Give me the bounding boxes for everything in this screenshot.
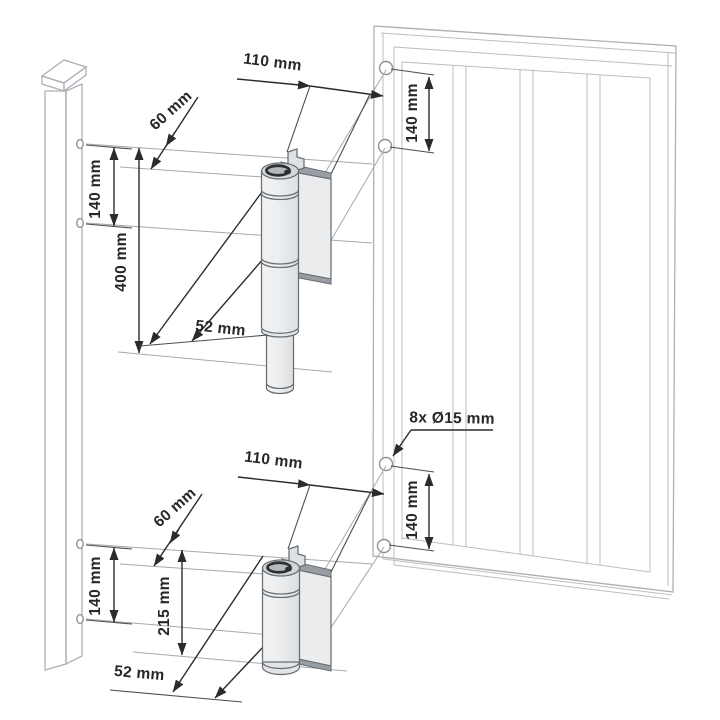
dim-215: 215 mm — [156, 576, 173, 636]
post-hole-3 — [76, 538, 84, 550]
gate-hole-1 — [378, 60, 394, 76]
dim-bot-52: 52 mm — [113, 663, 165, 684]
post-hole-4 — [76, 613, 84, 625]
dim-top-140-post: 140 mm — [87, 159, 104, 219]
construction-lines — [85, 69, 387, 672]
bottom-hinge — [261, 545, 332, 676]
dimensions-top: 110 mm 60 mm 140 mm 400 mm 52 mm 140 mm — [85, 51, 435, 354]
post — [40, 59, 88, 671]
dim-top-60: 60 mm — [146, 87, 195, 134]
dim-400: 400 mm — [113, 232, 130, 292]
dim-top-52: 52 mm — [194, 317, 246, 339]
drill-note-label: 8x Ø15 mm — [409, 409, 495, 427]
post-hole-1 — [76, 138, 84, 150]
dim-bot-110: 110 mm — [243, 449, 303, 473]
dimensions-bottom: 110 mm 60 mm 140 mm 215 mm 52 mm 140 mm — [85, 449, 435, 703]
dim-top-110: 110 mm — [242, 51, 302, 75]
drill-note: 8x Ø15 mm — [392, 409, 495, 457]
dim-bot-140-gate: 140 mm — [404, 480, 421, 540]
gate-hole-4 — [376, 538, 392, 554]
post-hole-2 — [76, 217, 84, 229]
dim-top-140-gate: 140 mm — [404, 83, 421, 143]
gate-hole-2 — [377, 138, 393, 154]
gate-panel — [372, 25, 677, 600]
gate-hole-3 — [378, 456, 394, 472]
dim-bot-140-post: 140 mm — [87, 556, 104, 616]
top-hinge — [260, 148, 332, 395]
